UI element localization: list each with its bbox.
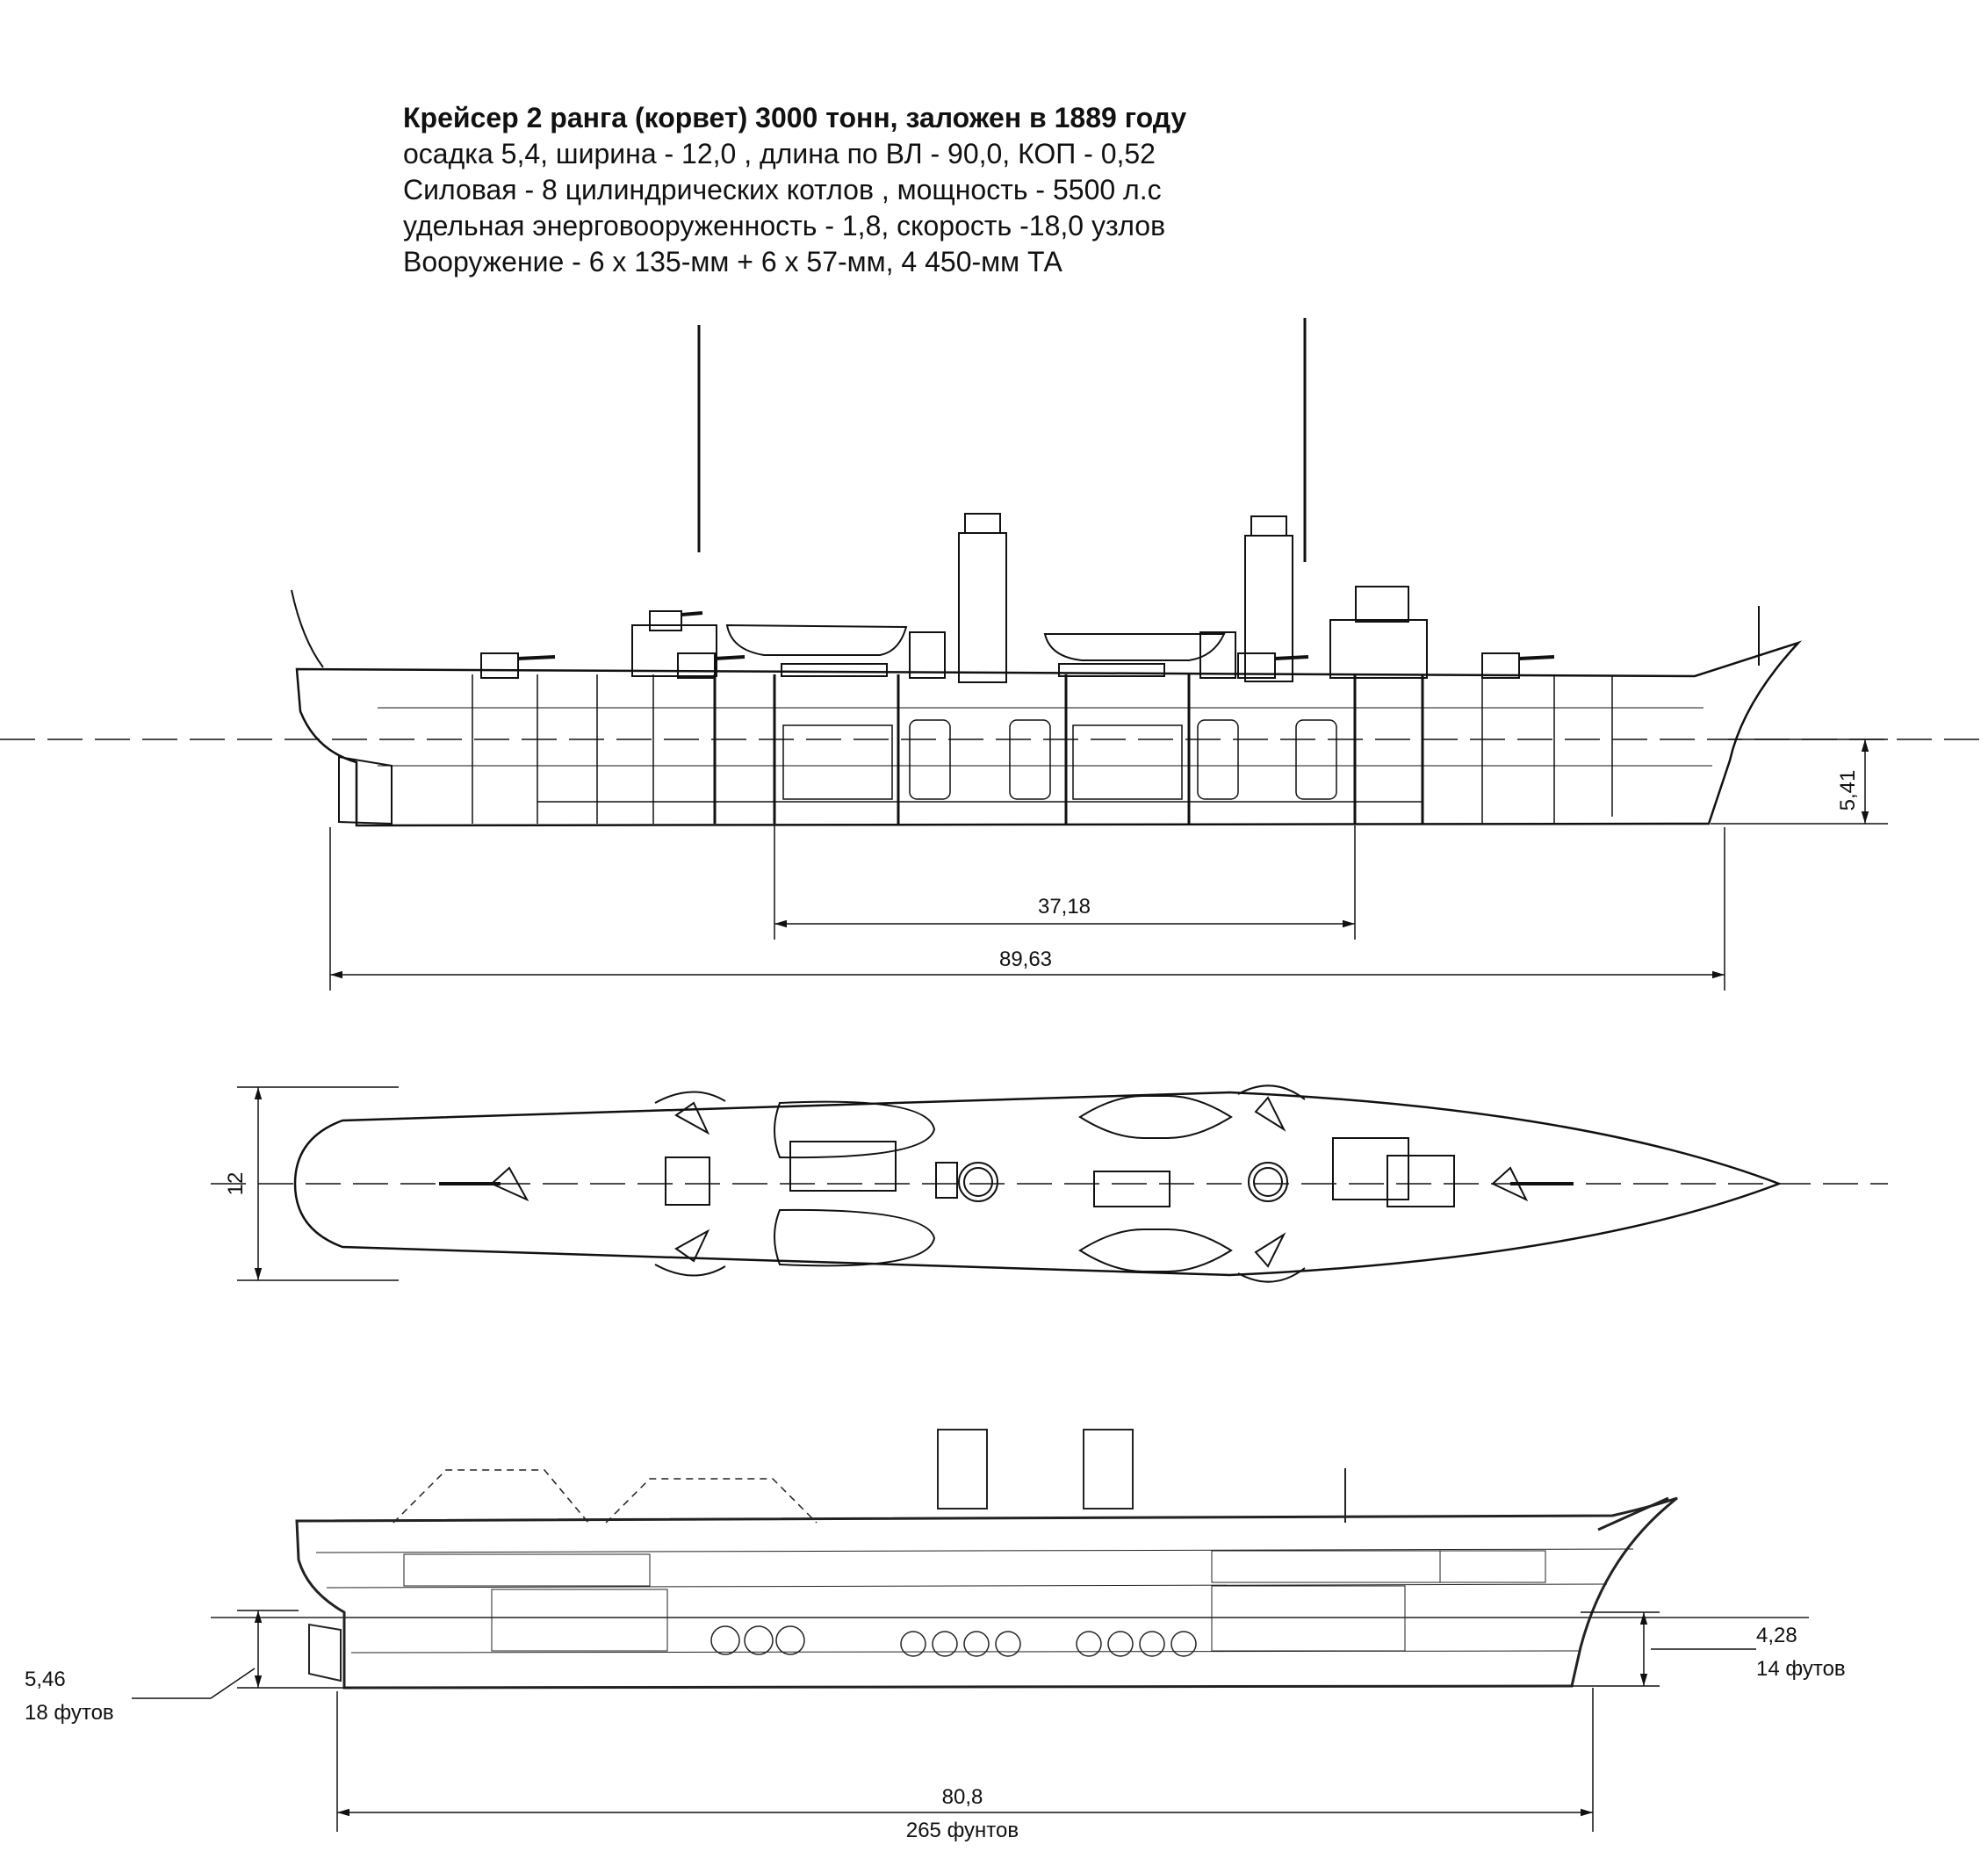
spec-performance: удельная энерговооруженность - 1,8, скор… [403,210,1166,241]
gun-profile-aft-1 [1237,652,1309,679]
spec-dimensions: осадка 5,4, ширина - 12,0 , длина по ВЛ … [403,138,1156,169]
specification-block: Крейсер 2 ранга (корвет) 3000 тонн, зало… [403,100,1186,280]
spec-powerplant: Силовая - 8 цилиндрических котлов , мощн… [403,174,1162,205]
plan-dimensions [237,1086,399,1281]
fore-bridge [631,624,717,677]
section-length-feet-label: 265 фунтов [906,1819,1019,1842]
boat-fore [725,623,908,656]
machinery [782,719,1337,800]
beam-dimension-label: 12 [224,1172,248,1196]
gun-profile-fore-2 [649,610,703,631]
section-length-label: 80,8 [942,1785,983,1809]
section-boilers [710,1625,1197,1657]
funnel-aft-plan [1248,1162,1288,1202]
guns-plan [439,1096,1574,1268]
gun-profile-stern [480,652,556,679]
overall-length-label: 89,63 [999,948,1052,971]
draft-fwd-label: 4,28 [1756,1624,1797,1647]
gun-profile-fore-1 [677,652,746,679]
section-compartments [403,1550,1546,1652]
side-profile [0,318,1988,827]
funnel-aft [1244,515,1293,682]
inboard-section [211,1429,1809,1690]
section-funnel-aft [1083,1429,1134,1510]
deck-outline [293,1091,1783,1277]
section-dimensions [132,1610,1756,1832]
draft-fwd-feet-label: 14 футов [1756,1657,1846,1681]
draft-dimension-label: 5,41 [1836,770,1860,811]
ship-title: Крейсер 2 ранга (корвет) 3000 тонн, зало… [403,102,1187,133]
gun-profile-bow [1481,652,1555,679]
section-hull [295,1496,1678,1690]
hull-outline [295,640,1803,827]
funnel-fore-plan [958,1162,998,1202]
plan-view [211,1084,1888,1283]
navigation-house [1355,586,1409,623]
machinery-length-label: 37,18 [1038,895,1091,919]
profile-dimensions [329,739,1888,991]
rudder [338,755,393,825]
section-funnel-fore [937,1429,988,1510]
funnel-fore [958,513,1007,683]
spec-armament: Вооружение - 6 х 135-мм + 6 х 57-мм, 4 4… [403,246,1062,277]
boat-aft [1043,633,1226,661]
draft-aft-feet-label: 18 футов [25,1701,114,1725]
draft-aft-label: 5,46 [25,1668,66,1691]
boats-plan [774,1095,1233,1272]
aft-deckhouse [1329,619,1428,679]
bulkheads [472,674,1613,824]
